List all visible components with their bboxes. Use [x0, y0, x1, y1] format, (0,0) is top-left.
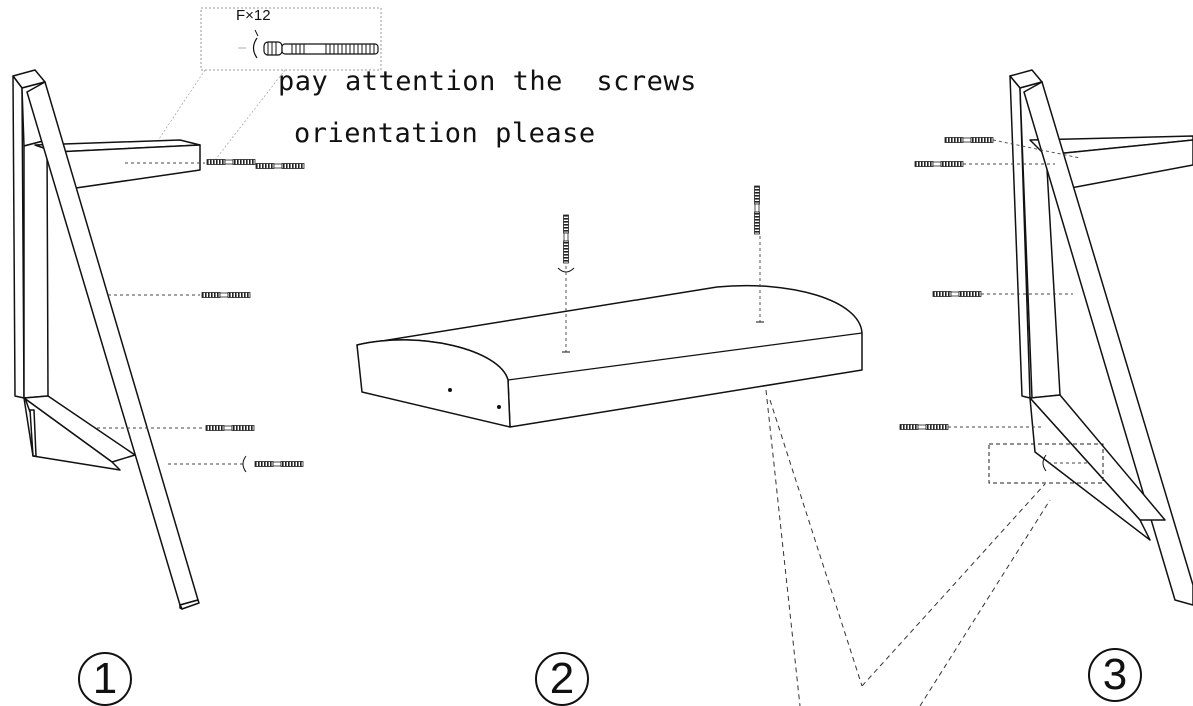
leader-lines [765, 389, 1051, 706]
shelf-board-hardware [557, 185, 764, 353]
step-number-1: 1 [78, 652, 132, 706]
side-frame-right [1009, 69, 1193, 606]
side-frame-left [12, 69, 201, 610]
cam-bolt-head-icon [1042, 454, 1047, 472]
cam-bolt-head-icon [242, 455, 247, 473]
cam-detail-box [988, 443, 1104, 484]
shelf-board [356, 284, 863, 428]
side-frame-left-hardware [97, 159, 305, 473]
hardware-quantity-label: F×12 [236, 7, 271, 24]
cam-bolt-head-icon [252, 37, 258, 59]
step-number-3: 3 [1088, 648, 1142, 702]
hardware-callout [144, 7, 382, 161]
callout-box [200, 7, 382, 71]
instruction-note-line1: pay attention the screws [278, 66, 697, 97]
side-frame-right-hardware [899, 137, 1104, 484]
cam-bolt-icon [263, 41, 379, 56]
instruction-note-line2: orientation please [294, 118, 596, 149]
step-number-2: 2 [535, 652, 589, 706]
